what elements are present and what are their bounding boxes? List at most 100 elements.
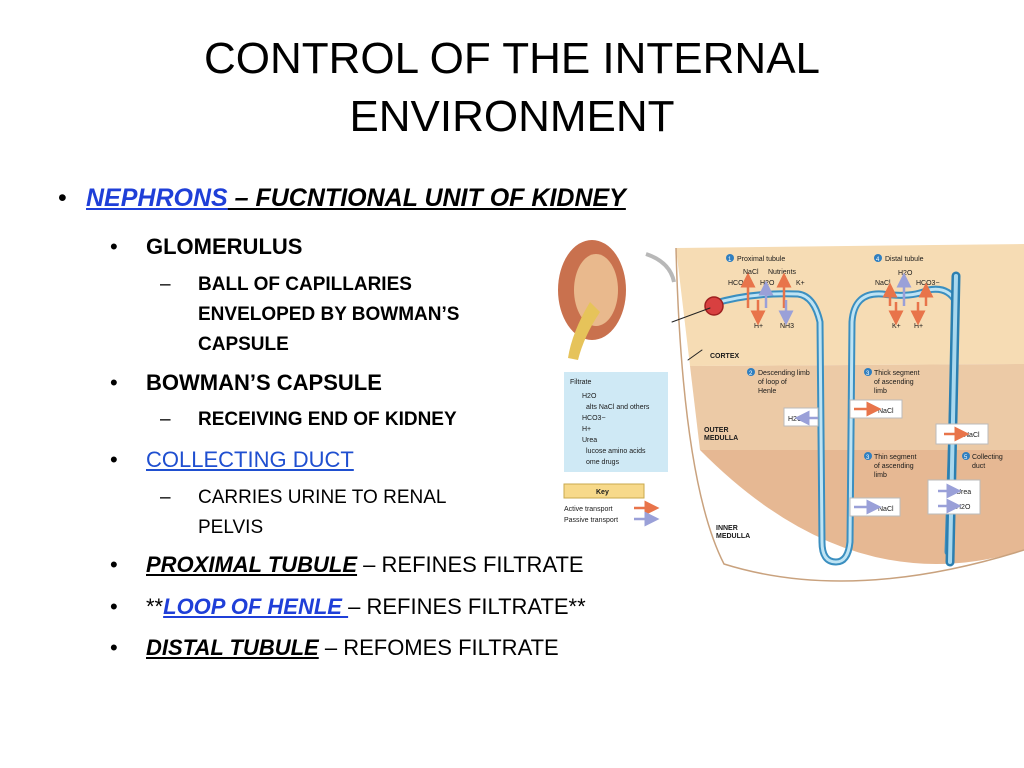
descending-h2o: H2O bbox=[788, 416, 803, 423]
filtrate-urea: Urea bbox=[582, 437, 597, 444]
proximal-definition: – REFINES FILTRATE bbox=[357, 552, 584, 577]
proximal-h2o: H2O bbox=[760, 280, 775, 287]
loop-prefix: ** bbox=[146, 594, 164, 619]
key-passive: Passive transport bbox=[564, 517, 618, 524]
step-1-number: 1 bbox=[728, 257, 732, 263]
proximal-arrows bbox=[740, 272, 794, 326]
key-title: Key bbox=[596, 489, 609, 496]
distal-hco3: HCO3− bbox=[916, 280, 940, 287]
slide-title-line-1: CONTROL OF THE INTERNAL bbox=[203, 34, 821, 83]
distal-label: Distal tubule bbox=[885, 256, 924, 263]
step-4-badge bbox=[874, 254, 882, 262]
filtrate-panel bbox=[564, 372, 668, 472]
dash-mark: – bbox=[160, 274, 171, 295]
key-active: Active transport bbox=[564, 506, 613, 513]
proximal-k: K+ bbox=[796, 280, 805, 287]
bullet-mark: • bbox=[110, 447, 118, 472]
nephrons-definition: – FUCNTIONAL UNIT OF KIDNEY bbox=[227, 184, 626, 212]
proximal-nacl: NaCl bbox=[743, 269, 759, 276]
sub-collecting: – CARRIES URINE TO RENAL PELVIS bbox=[160, 483, 480, 543]
thick-label-1: Thick segment bbox=[874, 370, 920, 377]
step-3-thin-number: 3 bbox=[866, 455, 870, 461]
distal-nacl: NaCl bbox=[875, 280, 891, 287]
kidney-illustration bbox=[558, 240, 676, 360]
bullet-nephrons: • NEPHRONS – FUCNTIONAL UNIT OF KIDNEY bbox=[58, 184, 626, 213]
collecting-description: CARRIES URINE TO RENAL PELVIS bbox=[198, 487, 446, 538]
step-1-badge bbox=[726, 254, 734, 262]
proximal-term: PROXIMAL TUBULE bbox=[146, 552, 358, 577]
bullet-mark: • bbox=[58, 184, 67, 212]
distal-k: K+ bbox=[892, 323, 901, 330]
zone-inner-label-1: INNER bbox=[716, 525, 738, 532]
collecting-nacl: NaCl bbox=[964, 432, 980, 439]
thin-nacl: NaCl bbox=[878, 506, 894, 513]
distal-h: H+ bbox=[914, 323, 923, 330]
descending-label-3: Henle bbox=[758, 388, 776, 395]
filtrate-salts: alts NaCl and others bbox=[586, 404, 650, 411]
bullet-bowman: • BOWMAN’S CAPSULE bbox=[110, 370, 382, 396]
distal-term: DISTAL TUBULE bbox=[146, 635, 319, 660]
filtrate-hco3: HCO3− bbox=[582, 415, 606, 422]
bullet-mark: • bbox=[110, 552, 118, 577]
bullet-distal: •DISTAL TUBULE – REFOMES FILTRATE bbox=[110, 635, 559, 661]
filtrate-h: H+ bbox=[582, 426, 591, 433]
bullet-glomerulus: • GLOMERULUS bbox=[110, 234, 302, 260]
filtrate-glucose: lucose amino acids bbox=[586, 448, 646, 455]
key-box bbox=[563, 483, 645, 499]
step-2-badge bbox=[747, 368, 755, 376]
step-5-badge bbox=[962, 452, 970, 460]
sub-glomerulus: – BALL OF CAPILLARIES ENVELOPED BY BOWMA… bbox=[160, 270, 480, 360]
nephron-diagram-svg: CORTEX OUTER MEDULLA INNER MEDULLA 1 Pro… bbox=[558, 240, 1024, 582]
zone-inner-label-2: MEDULLA bbox=[716, 533, 750, 540]
glomerulus-description: BALL OF CAPILLARIES ENVELOPED BY BOWMAN’… bbox=[198, 274, 460, 355]
zone-outer-label-2: MEDULLA bbox=[704, 435, 738, 442]
thick-label-2: of ascending bbox=[874, 379, 914, 386]
filtrate-h2o: H2O bbox=[582, 393, 597, 400]
dash-mark: – bbox=[160, 409, 171, 430]
bullet-mark: • bbox=[110, 594, 118, 619]
thin-label-1: Thin segment bbox=[874, 454, 916, 461]
step-3-thick-badge bbox=[864, 368, 872, 376]
collecting-urea-h2o-box bbox=[927, 479, 981, 515]
thick-label-3: limb bbox=[874, 388, 887, 395]
nephrons-term: NEPHRONS bbox=[86, 184, 228, 212]
step-4-number: 4 bbox=[876, 257, 880, 263]
bullet-mark: • bbox=[110, 234, 118, 259]
collecting-urea: Urea bbox=[956, 489, 971, 496]
proximal-nh3: NH3 bbox=[780, 323, 794, 330]
distal-h2o: H2O bbox=[898, 270, 913, 277]
thin-label-3: limb bbox=[874, 472, 887, 479]
glomerulus-label: GLOMERULUS bbox=[146, 234, 303, 259]
step-3-thin-badge bbox=[864, 452, 872, 460]
distal-definition: – REFOMES FILTRATE bbox=[318, 635, 559, 660]
proximal-hco3: HCO3− bbox=[728, 280, 752, 287]
filtrate-title: Filtrate bbox=[570, 379, 592, 386]
descending-label-1: Descending limb bbox=[758, 370, 810, 377]
distal-arrows bbox=[882, 272, 934, 326]
proximal-label: Proximal tubule bbox=[737, 256, 785, 263]
sub-bowman: – RECEIVING END OF KIDNEY bbox=[160, 405, 480, 435]
bullet-collecting: • COLLECTING DUCT bbox=[110, 447, 354, 473]
collecting-h2o: H2O bbox=[956, 504, 971, 511]
dash-mark: – bbox=[160, 487, 171, 508]
thin-label-2: of ascending bbox=[874, 463, 914, 470]
nephron-diagram: CORTEX OUTER MEDULLA INNER MEDULLA 1 Pro… bbox=[552, 232, 1024, 584]
bowman-label: BOWMAN’S CAPSULE bbox=[146, 370, 382, 395]
collecting-label-1: Collecting bbox=[972, 454, 1003, 461]
step-2-number: 2 bbox=[749, 371, 753, 377]
bowman-description: RECEIVING END OF KIDNEY bbox=[198, 409, 457, 430]
loop-definition: – REFINES FILTRATE** bbox=[348, 594, 586, 619]
slide-title-line-2: ENVIRONMENT bbox=[349, 92, 675, 141]
proximal-nutrients: Nutrients bbox=[768, 269, 797, 276]
collecting-label-2: duct bbox=[972, 463, 985, 470]
thick-nacl: NaCl bbox=[878, 408, 894, 415]
loop-of-henle-link[interactable]: LOOP OF HENLE bbox=[163, 594, 349, 619]
step-3-thick-number: 3 bbox=[866, 371, 870, 377]
collecting-duct-link[interactable]: COLLECTING DUCT bbox=[146, 447, 354, 472]
slide-title: CONTROL OF THE INTERNAL ENVIRONMENT bbox=[0, 30, 1024, 146]
bullet-loop: • **LOOP OF HENLE – REFINES FILTRATE** bbox=[110, 594, 586, 620]
zone-cortex-label: CORTEX bbox=[710, 353, 740, 360]
bullet-mark: • bbox=[110, 370, 118, 395]
descending-label-2: of loop of bbox=[758, 379, 787, 386]
proximal-h: H+ bbox=[754, 323, 763, 330]
